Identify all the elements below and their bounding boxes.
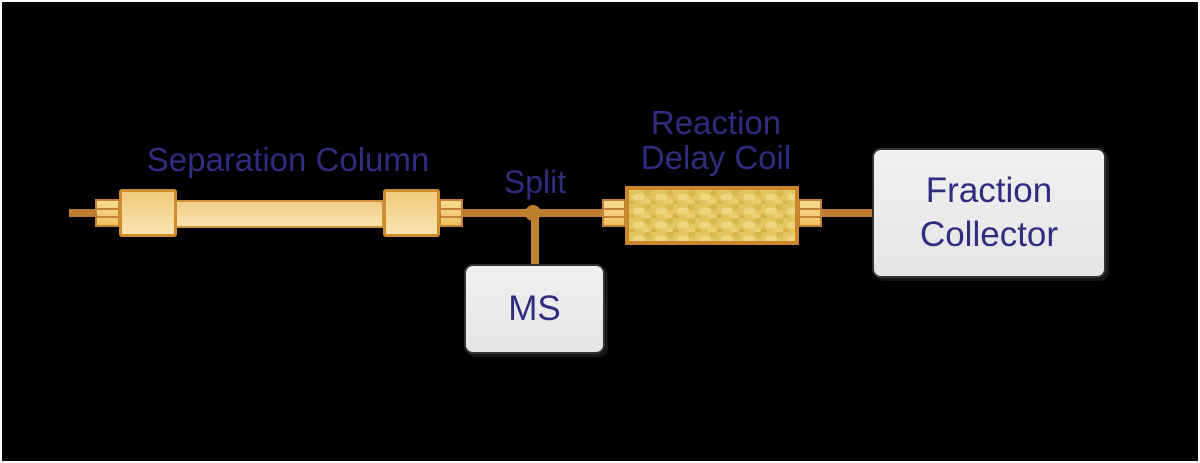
- reaction-delay-coil: [625, 186, 799, 245]
- fraction-collector-box: Fraction Collector: [872, 148, 1106, 278]
- column-fitting-left: [95, 199, 120, 227]
- split-branch-pipe: [531, 213, 539, 265]
- reaction-delay-coil-label-line1: Reaction: [650, 104, 782, 141]
- reaction-delay-coil-label: Reaction Delay Coil: [641, 105, 791, 175]
- reaction-delay-coil-label-line2: Delay Coil: [640, 139, 792, 176]
- ms-box: MS: [464, 264, 605, 354]
- column-end-cap-left: [119, 189, 177, 237]
- column-end-cap-right: [383, 189, 440, 237]
- split-junction-dot: [525, 205, 541, 221]
- column-fitting-right: [439, 199, 463, 227]
- coil-fitting-left: [602, 199, 626, 227]
- fraction-collector-label-line2: Collector: [919, 215, 1059, 254]
- separation-column-label: Separation Column: [146, 141, 430, 178]
- ms-label: MS: [508, 289, 561, 328]
- separation-column-tube: [175, 200, 384, 228]
- split-label: Split: [503, 164, 567, 200]
- fraction-collector-label-line1: Fraction: [925, 171, 1053, 210]
- coil-fitting-right: [798, 199, 822, 227]
- flow-pipe-main: [69, 209, 874, 217]
